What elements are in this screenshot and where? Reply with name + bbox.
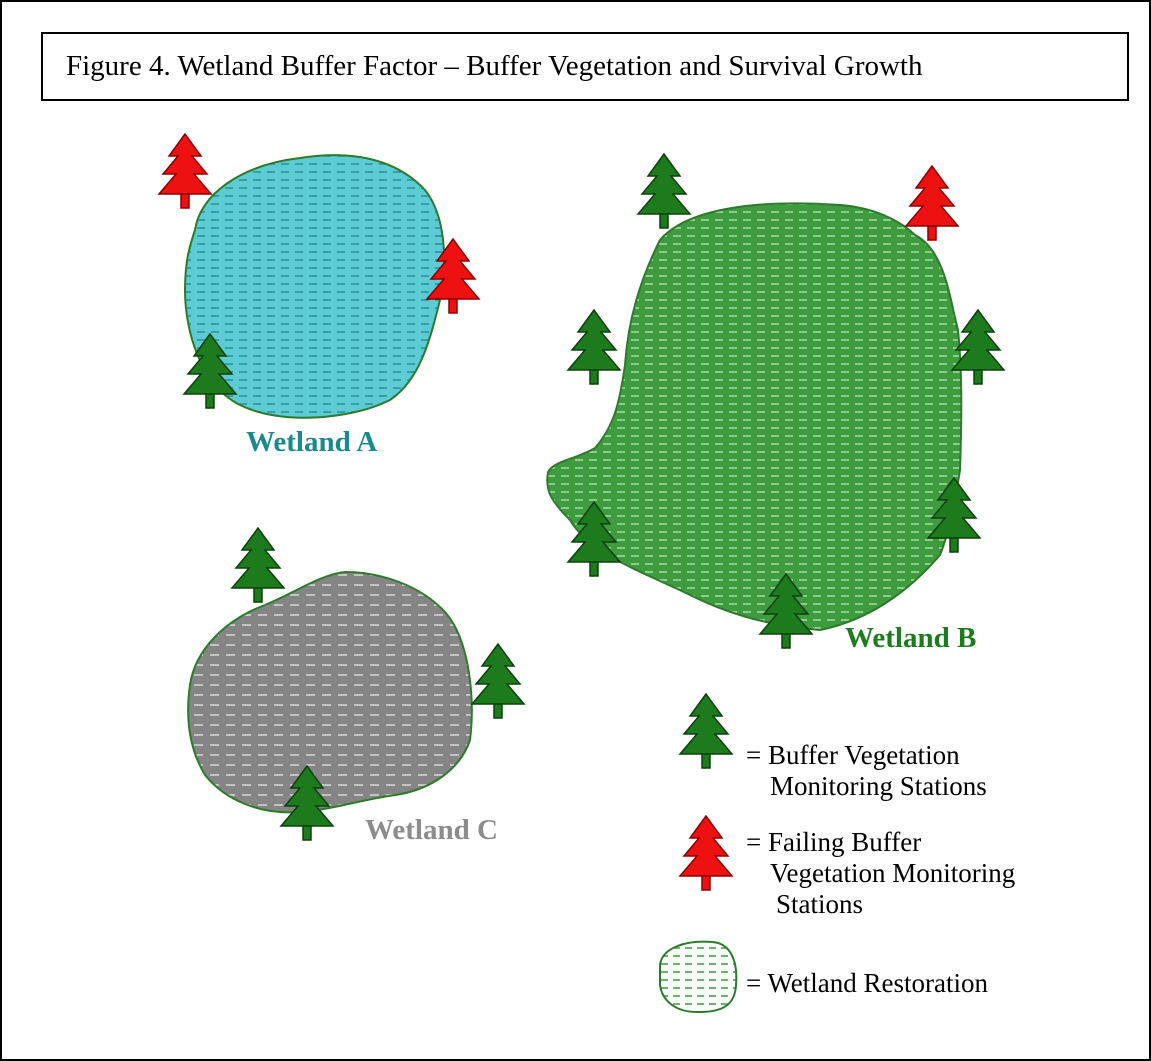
legend-green-tree-label: = Buffer Vegetation Monitoring Stations — [746, 740, 987, 802]
wetland-c-label: Wetland C — [365, 814, 498, 846]
legend-green-line2: Monitoring Stations — [770, 771, 987, 801]
red-tree-icon — [158, 133, 212, 209]
green-tree-icon — [471, 643, 525, 719]
red-tree-icon — [905, 165, 959, 241]
legend-green-line1: = Buffer Vegetation — [746, 740, 960, 770]
wetland-b-label: Wetland B — [845, 622, 977, 654]
wetland-b-shape — [546, 202, 963, 632]
legend-red-line3: Stations — [776, 889, 864, 919]
green-tree-icon — [231, 527, 285, 603]
green-tree-icon — [567, 309, 621, 385]
figure-title: Figure 4. Wetland Buffer Factor – Buffer… — [41, 32, 1129, 101]
legend-red-tree-label: = Failing Buffer Vegetation Monitoring S… — [746, 827, 1015, 920]
wetland-c-shape — [187, 570, 473, 814]
legend-red-line2: Vegetation Monitoring — [770, 858, 1016, 888]
wetland-a-shape — [183, 154, 446, 419]
legend-restoration-label: = Wetland Restoration — [746, 968, 989, 998]
green-tree-icon — [637, 153, 691, 229]
legend-wetland-restoration-icon — [659, 940, 738, 1014]
legend-red-tree-icon — [679, 815, 733, 891]
legend-red-line1: = Failing Buffer — [746, 827, 922, 857]
wetland-a-label: Wetland A — [246, 426, 378, 458]
legend-green-tree-icon — [679, 693, 733, 769]
